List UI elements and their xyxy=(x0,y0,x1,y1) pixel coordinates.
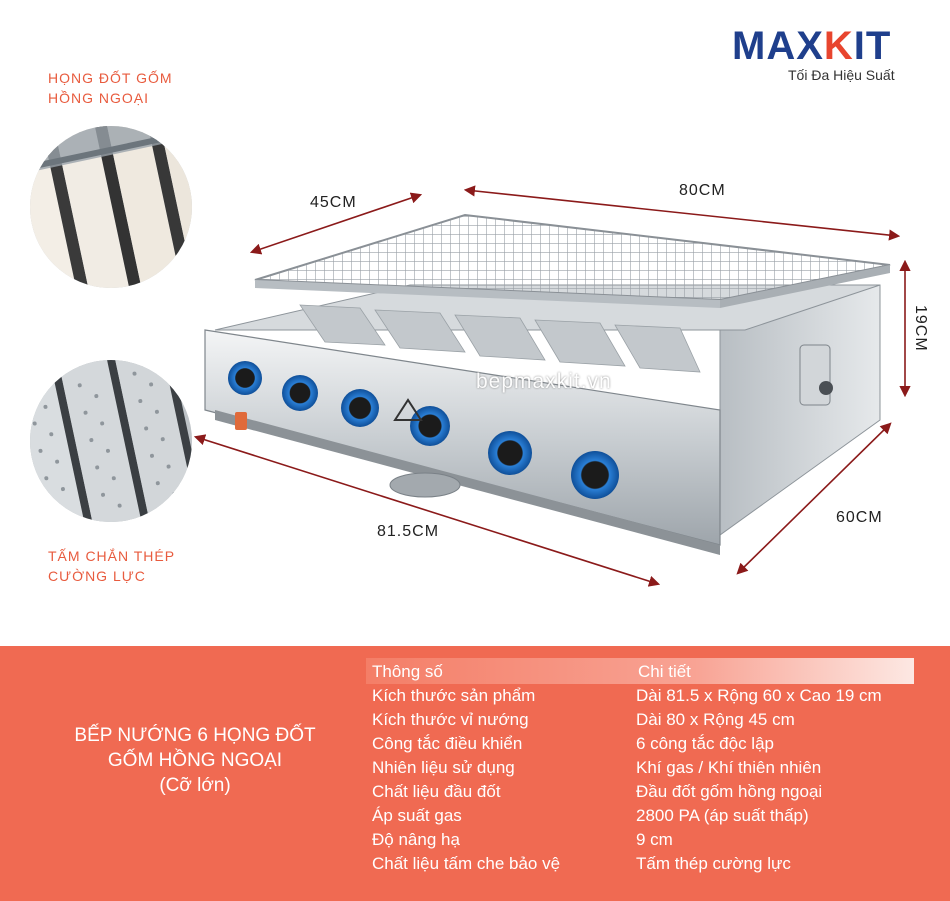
dim-body-length-label: 81.5CM xyxy=(377,523,440,540)
spec-value: Đầu đốt gốm hồng ngoại xyxy=(636,782,823,801)
callout-shield: TẤM CHẮN THÉP CƯỜNG LỰC xyxy=(48,546,228,586)
spec-row: Kích thước vỉ nướng Dài 80 x Rộng 45 cm xyxy=(366,708,926,732)
spec-table-header-bg xyxy=(366,658,914,684)
spec-value: Dài 80 x Rộng 45 cm xyxy=(636,710,795,729)
grill-illustration xyxy=(193,185,911,587)
spec-value: 9 cm xyxy=(636,830,673,849)
callout-burner-line-2: HỒNG NGOẠI xyxy=(48,90,150,106)
spec-row: Áp suất gas 2800 PA (áp suất thấp) xyxy=(366,804,926,828)
logo-it: IT xyxy=(853,24,892,68)
callout-shield-line-1: TẤM CHẮN THÉP xyxy=(48,548,176,564)
steel-shield-closeup xyxy=(30,360,192,522)
product-title-line-1: BẾP NƯỚNG 6 HỌNG ĐỐT xyxy=(74,725,316,746)
logo-k: K xyxy=(823,24,854,68)
product-showcase: MAXKIT Tối Đa Hiệu Suất HỌNG ĐỐT GỐM HỒN… xyxy=(30,22,932,587)
spec-key: Kích thước sản phẩm xyxy=(372,686,536,705)
dim-width-label: 45CM xyxy=(310,194,357,211)
maxkit-logo[interactable]: MAXKIT Tối Đa Hiệu Suất xyxy=(732,22,932,92)
spec-row: Nhiên liệu sử dụng Khí gas / Khí thiên n… xyxy=(366,756,926,780)
logo-tagline: Tối Đa Hiệu Suất xyxy=(788,67,895,83)
logo-wordmark: MAXKIT xyxy=(732,22,891,70)
spec-value: 2800 PA (áp suất thấp) xyxy=(636,806,809,825)
spec-value: Dài 81.5 x Rộng 60 x Cao 19 cm xyxy=(636,686,882,705)
dim-length-label: 80CM xyxy=(679,182,726,199)
callout-burner-line-1: HỌNG ĐỐT GỐM xyxy=(48,70,173,86)
product-title: BẾP NƯỚNG 6 HỌNG ĐỐT GỐM HỒNG NGOẠI (Cỡ … xyxy=(40,723,350,798)
spec-row: Kích thước sản phẩm Dài 81.5 x Rộng 60 x… xyxy=(366,684,926,708)
product-title-line-3: (Cỡ lớn) xyxy=(159,775,231,796)
spec-row: Chất liệu tấm che bảo vệ Tấm thép cường … xyxy=(366,852,926,876)
spec-panel: BẾP NƯỚNG 6 HỌNG ĐỐT GỐM HỒNG NGOẠI (Cỡ … xyxy=(0,646,950,901)
spec-key: Công tắc điều khiển xyxy=(372,734,523,753)
spec-table-header: Thông số Chi tiết xyxy=(366,660,926,684)
spec-header-value: Chi tiết xyxy=(638,662,691,681)
watermark: bepmaxkit.vn xyxy=(476,370,612,393)
spec-key: Chất liệu đầu đốt xyxy=(372,782,501,801)
spec-key: Kích thước vỉ nướng xyxy=(372,710,529,729)
spec-row: Chất liệu đầu đốt Đầu đốt gốm hồng ngoại xyxy=(366,780,926,804)
product-title-line-2: GỐM HỒNG NGOẠI xyxy=(107,750,283,771)
spec-header-key: Thông số xyxy=(372,662,443,681)
spec-key: Chất liệu tấm che bảo vệ xyxy=(372,854,561,873)
spec-key: Áp suất gas xyxy=(372,806,462,825)
dim-height-label: 19CM xyxy=(912,305,929,352)
spec-value: Khí gas / Khí thiên nhiên xyxy=(636,758,822,777)
spec-key: Nhiên liệu sử dụng xyxy=(372,758,515,777)
logo-max: MAX xyxy=(732,24,824,68)
callout-shield-line-2: CƯỜNG LỰC xyxy=(48,568,146,584)
dim-depth-label: 60CM xyxy=(836,509,883,526)
spec-value: 6 công tắc độc lập xyxy=(636,734,774,753)
spec-key: Độ nâng hạ xyxy=(372,830,460,849)
callout-burner: HỌNG ĐỐT GỐM HỒNG NGOẠI xyxy=(48,68,228,108)
spec-row: Công tắc điều khiển 6 công tắc độc lập xyxy=(366,732,926,756)
spec-value: Tấm thép cường lực xyxy=(636,854,791,873)
spec-row: Độ nâng hạ 9 cm xyxy=(366,828,926,852)
